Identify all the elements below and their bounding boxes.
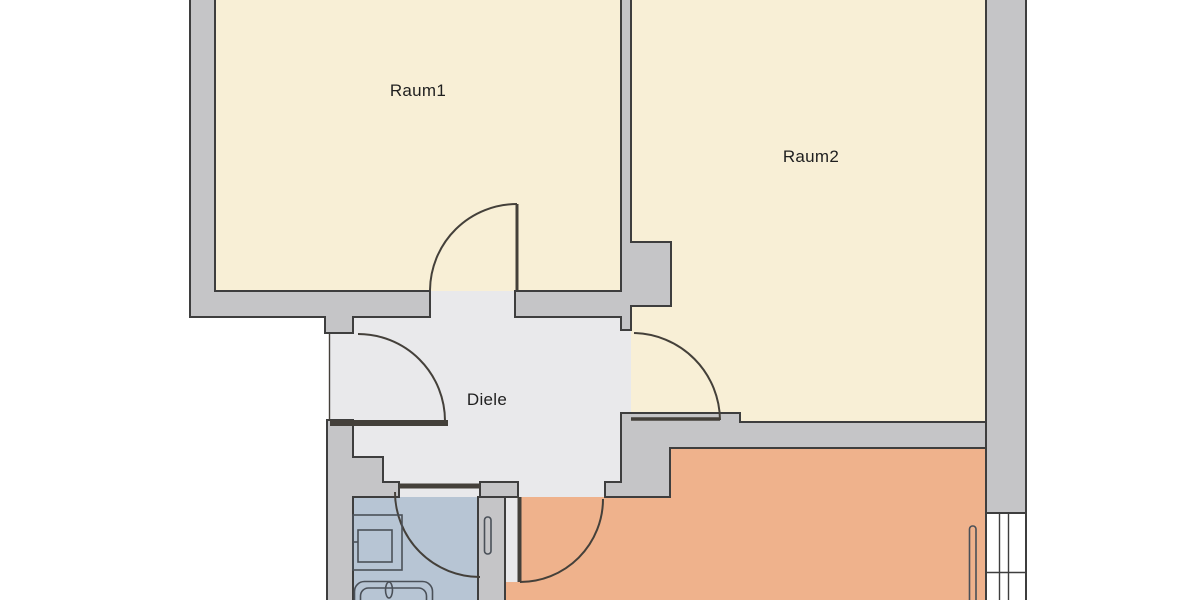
outer-wall-right: [985, 0, 1027, 514]
room-floors: [215, 0, 986, 600]
fixtures: [352, 514, 977, 600]
bathtub-inner: [359, 587, 428, 600]
raum2-door-arc: [633, 332, 721, 421]
orange-room-door-threshold-strip: [505, 497, 519, 582]
raum2-label: Raum2: [782, 147, 840, 166]
raum1-floor: [215, 0, 626, 291]
walls: [189, 0, 1027, 600]
raum2-floor: [630, 0, 986, 422]
doors: [328, 203, 721, 583]
shower-tray-inner: [357, 529, 393, 563]
radiator-orange-room: [968, 525, 977, 600]
radiator-bathroom: [483, 516, 492, 555]
diele-label: Diele: [466, 390, 508, 409]
bathroom-door-arc: [394, 491, 481, 578]
window-right: [985, 512, 1027, 600]
orange-room-door-arc: [519, 498, 604, 583]
bathroom-door-pier: [479, 481, 519, 498]
outer-wall-left-and-raum1-bottom-wall: [189, 0, 431, 334]
raum2-bottom-wall: [604, 412, 987, 498]
raum1-door-arc: [429, 203, 518, 291]
window-frame: [985, 512, 1027, 600]
bathtub-faucet: [384, 581, 394, 599]
orange-room-floor: [505, 448, 986, 600]
raum1-raum2-divider-wall: [514, 0, 672, 331]
diele-floor: [329, 291, 631, 497]
diele-bathroom-left-wall: [326, 419, 400, 600]
entry-door-arc: [357, 333, 446, 422]
bathtub: [353, 580, 434, 600]
raum1-label: Raum1: [389, 81, 447, 100]
